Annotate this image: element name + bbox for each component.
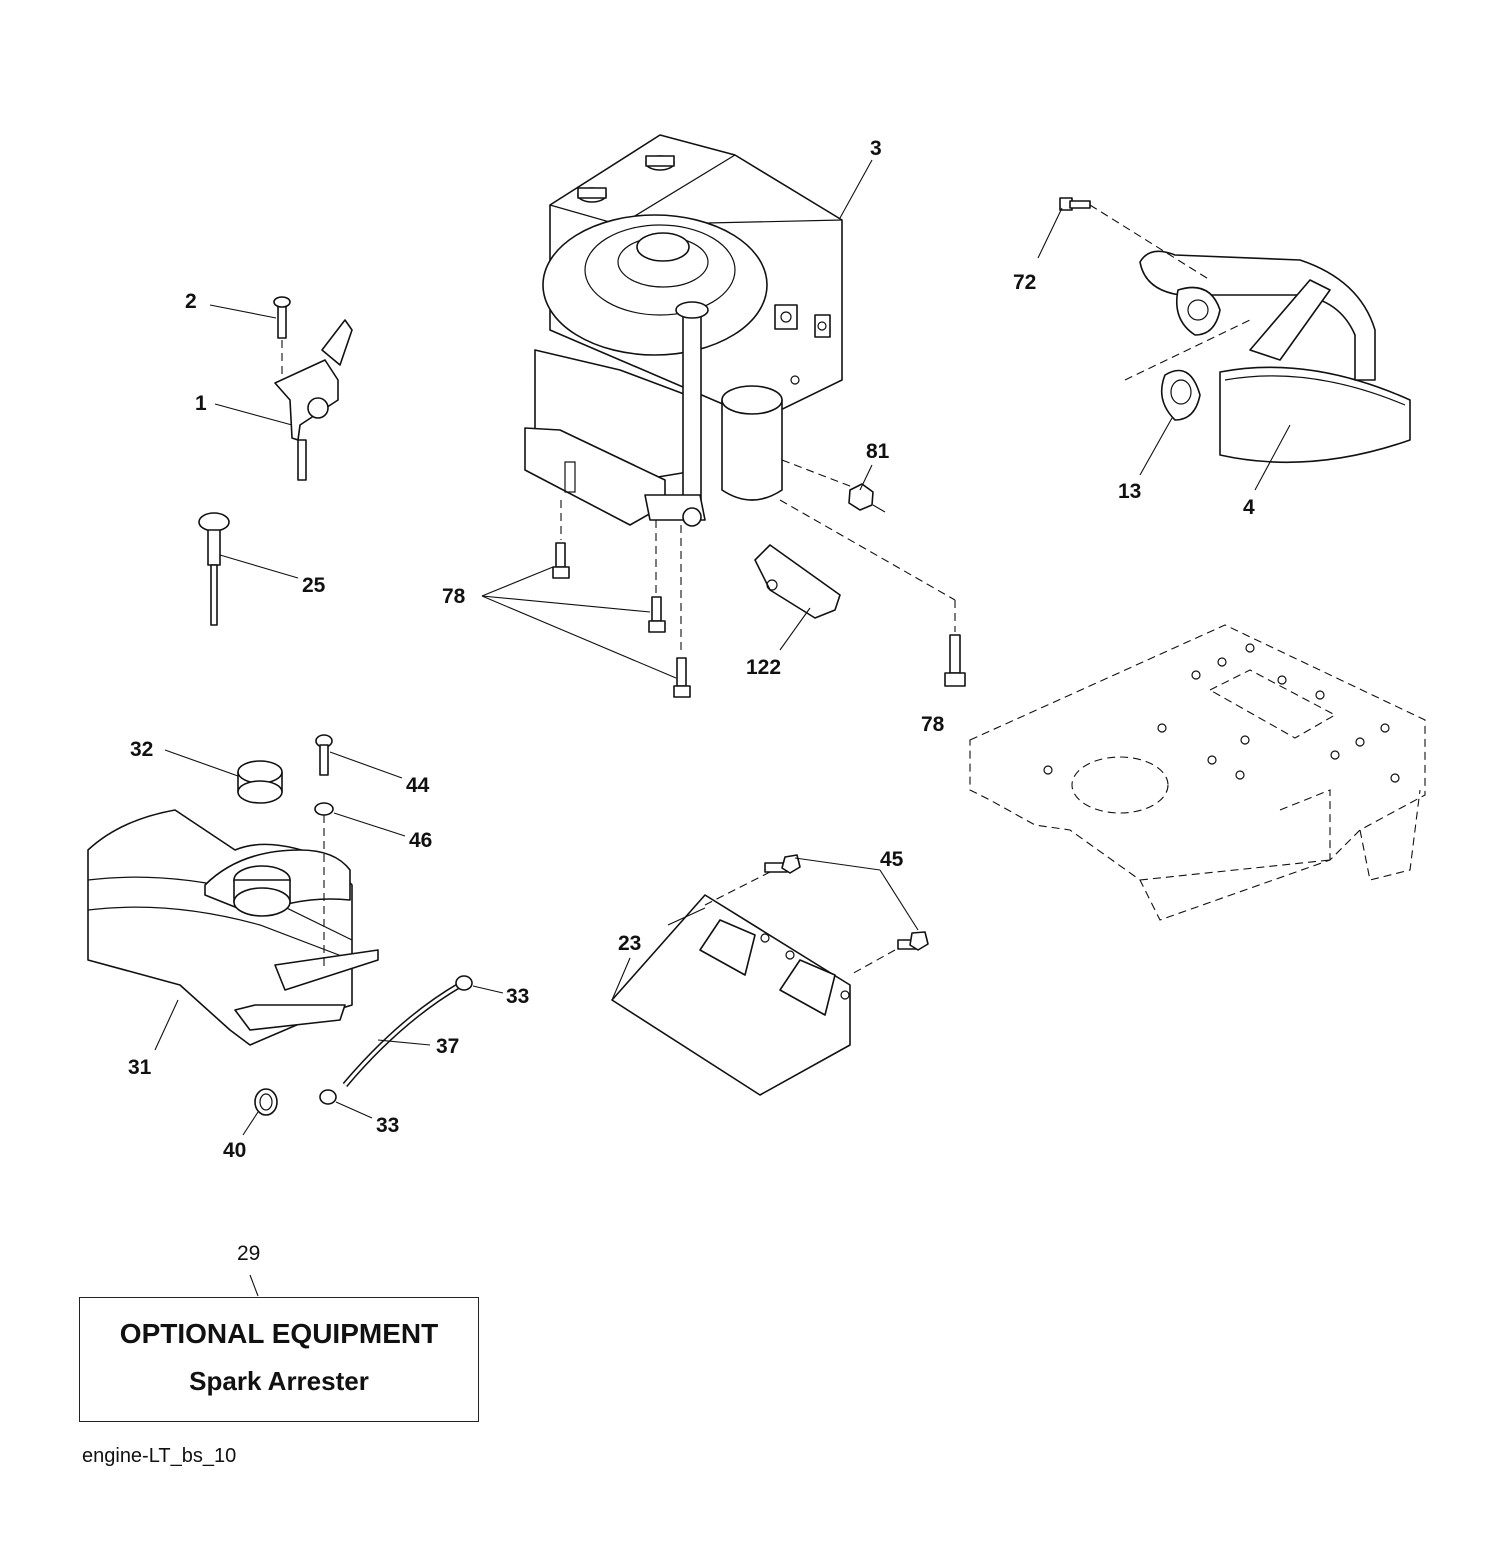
- spare-cap: [237, 760, 283, 804]
- callout-33-upper: 33: [506, 985, 529, 1008]
- hose-clamp-upper: [455, 975, 473, 991]
- callout-32: 32: [130, 738, 153, 761]
- callout-25: 25: [302, 574, 326, 597]
- callout-44: 44: [406, 774, 430, 797]
- callout-37: 37: [436, 1035, 459, 1058]
- diagram-code: engine-LT_bs_10: [82, 1445, 237, 1467]
- leader-lines: [154, 159, 1291, 1297]
- callout-122: 122: [746, 656, 781, 679]
- callout-31: 31: [128, 1056, 152, 1079]
- callout-33-lower: 33: [376, 1114, 399, 1137]
- shield-screw-upper: [764, 854, 801, 874]
- callout-45: 45: [880, 848, 904, 871]
- frame-outline: [969, 624, 1426, 921]
- engine-assembly: [524, 134, 843, 527]
- optional-equipment-title: OPTIONAL EQUIPMENT: [119, 1318, 439, 1349]
- callout-46: 46: [409, 829, 432, 852]
- grommet: [254, 1088, 278, 1116]
- fuel-cap: [233, 865, 291, 917]
- optional-equipment-box: OPTIONAL EQUIPMENT Spark Arrester: [79, 1297, 479, 1422]
- optional-equipment-item: Spark Arrester: [189, 1366, 369, 1396]
- muffler: [1139, 250, 1411, 464]
- exhaust-bolt: [1059, 197, 1091, 211]
- tank-screw: [315, 734, 333, 776]
- tank-washer: [314, 802, 334, 816]
- callout-81: 81: [866, 440, 890, 463]
- exhaust-gasket: [1160, 369, 1201, 421]
- callout-23: 23: [618, 932, 641, 955]
- engine-shield: [611, 894, 851, 1096]
- callout-3: 3: [870, 137, 882, 160]
- throttle-control: [273, 296, 353, 481]
- callout-13: 13: [1118, 480, 1141, 503]
- callout-4: 4: [1243, 496, 1255, 519]
- mounting-bolts: [552, 542, 966, 698]
- nut: [848, 483, 874, 511]
- callout-1: 1: [195, 392, 207, 415]
- choke-knob: [198, 512, 230, 626]
- callout-2: 2: [185, 290, 197, 313]
- callout-78-right: 78: [921, 713, 945, 736]
- callout-72: 72: [1013, 271, 1036, 294]
- hose-clamp-lower: [319, 1089, 337, 1105]
- fuel-tank: [87, 809, 379, 1046]
- shield-screw-lower: [897, 931, 929, 951]
- callout-29: 29: [237, 1242, 260, 1265]
- callout-40: 40: [223, 1139, 246, 1162]
- callout-78-left: 78: [442, 585, 466, 608]
